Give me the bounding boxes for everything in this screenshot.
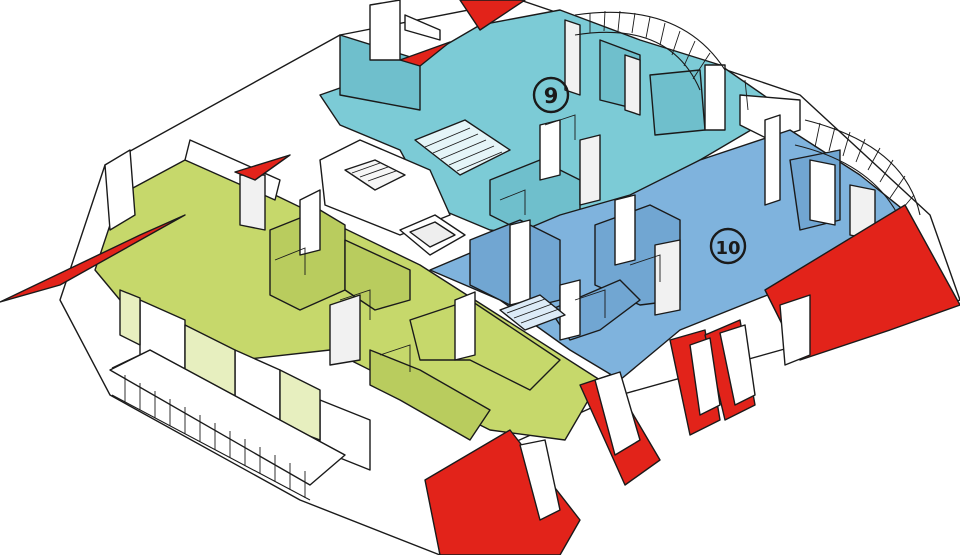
terrace-10-balusters — [814, 122, 915, 215]
terrace-10-rail-top — [804, 119, 921, 216]
balcony-green — [109, 349, 346, 501]
unit-9-stair — [414, 119, 511, 176]
unit-label-10-ring — [709, 227, 747, 265]
green-room-d — [369, 349, 491, 441]
unit-9-wall-1 — [369, 0, 401, 61]
unit-10 — [429, 114, 911, 381]
terrace-9-balusters — [589, 10, 711, 80]
green-wall-4 — [329, 294, 361, 366]
stair-core-walls — [319, 139, 451, 236]
unit-9-wall-3 — [564, 19, 581, 96]
unit-10-wall-4 — [809, 159, 836, 226]
unit-label-10-text: 10 — [715, 238, 740, 259]
green-door-1 — [274, 247, 306, 275]
stair-core-treads — [351, 162, 397, 182]
balcony-green-balusters — [124, 375, 306, 498]
unit-10-wall-1 — [614, 194, 636, 266]
unit-10-door-2 — [574, 289, 606, 318]
roof-notch-4 — [779, 294, 811, 366]
unit-10-stair — [499, 294, 566, 331]
roof-notch-2 — [689, 337, 721, 416]
unit-9-stair-treads — [424, 127, 503, 172]
stair-core-flight — [344, 159, 406, 191]
terrace-9 — [574, 10, 726, 91]
lift-shaft-inner — [409, 221, 456, 248]
unit-label-9-text: 9 — [544, 84, 559, 108]
terrace-9-rail-top — [574, 11, 726, 71]
terrace-9-rail-bottom — [574, 31, 701, 91]
roof-notch-1 — [594, 371, 641, 456]
roof-left-wing — [0, 214, 186, 303]
balcony-green-rail-top — [111, 349, 346, 456]
unit-9-wall-8 — [579, 134, 601, 206]
green-wall-6 — [104, 149, 136, 231]
stair-core — [319, 139, 466, 256]
unit-9-wall-4 — [624, 54, 641, 116]
roof-upper-flap — [399, 41, 451, 67]
unit-10-stair-treads — [506, 298, 560, 324]
unit-10-wall-3 — [764, 114, 781, 206]
roof-green-flap — [234, 154, 291, 181]
unit-9-wall-7 — [539, 119, 561, 181]
unit-10-door-1 — [629, 254, 661, 282]
unit-9-wall-2 — [404, 14, 441, 41]
roof-notch-3 — [719, 324, 756, 406]
unit-10-wall-6 — [559, 279, 581, 341]
unit-label-10: 10 — [709, 227, 747, 265]
green-wall-5 — [454, 291, 476, 361]
green-door-3 — [379, 344, 411, 372]
green-wall-2 — [239, 174, 266, 231]
green-door-2 — [339, 289, 371, 320]
unit-10-wall-7 — [509, 219, 531, 306]
green-wall-3 — [299, 189, 321, 256]
unit-green — [94, 139, 601, 471]
unit-10-wall-2 — [654, 239, 681, 316]
unit-label-9: 9 — [532, 76, 570, 114]
unit-9-door-3 — [744, 79, 749, 111]
unit-9-door-1 — [544, 114, 576, 140]
roof-notch-5 — [519, 439, 561, 521]
green-window-3 — [279, 369, 321, 441]
balcony-green-rail-bottom — [111, 394, 311, 501]
roof-top — [459, 0, 526, 31]
roof-front-main — [424, 429, 581, 555]
unit-9-wall-5 — [704, 64, 726, 131]
unit-label-9-ring — [532, 76, 570, 114]
green-window-1 — [119, 289, 141, 346]
unit-9-room-c — [649, 69, 706, 136]
unit-9-door-2 — [499, 189, 526, 215]
